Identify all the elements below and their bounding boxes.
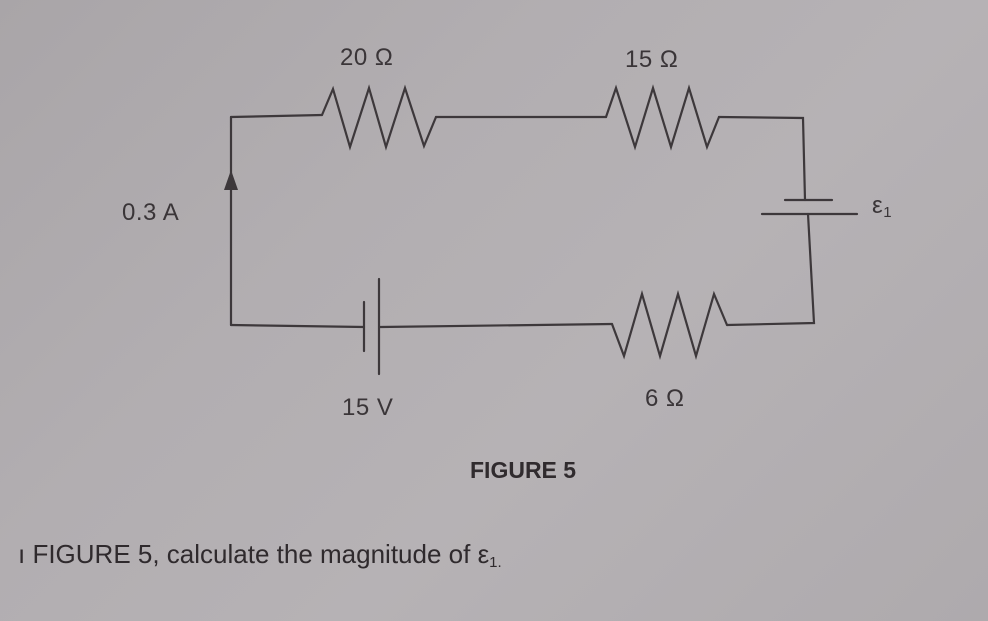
right-wire-lower <box>725 212 816 327</box>
top-wire-left <box>229 113 324 119</box>
question-symbol: ε <box>477 539 490 569</box>
resistor-20-ohm-label: 20 Ω <box>340 44 394 71</box>
top-wire-right <box>717 115 807 202</box>
battery-15v-label: 15 V <box>342 394 394 421</box>
resistor-15-ohm-symbol <box>604 84 721 151</box>
emf-e1-label: ε1 <box>872 192 892 221</box>
question-subscript: 1. <box>489 554 502 571</box>
emf-e1-symbol: ε <box>872 192 884 219</box>
resistor-6-ohm-symbol <box>610 290 729 360</box>
bottom-wire-left <box>229 323 366 329</box>
resistor-6-ohm-label: 6 Ω <box>645 385 685 412</box>
current-arrow-icon <box>224 170 238 190</box>
question-body: ı FIGURE 5, calculate the magnitude of <box>18 539 478 569</box>
bottom-wire-middle <box>378 322 614 329</box>
emf-e1-subscript: 1 <box>883 204 893 221</box>
question-text: ı FIGURE 5, calculate the magnitude of ε… <box>18 539 502 571</box>
resistor-15-ohm-label: 15 Ω <box>625 46 679 73</box>
figure-caption: FIGURE 5 <box>470 457 577 483</box>
current-label: 0.3 A <box>122 199 180 226</box>
resistor-20-ohm-symbol <box>320 84 438 151</box>
